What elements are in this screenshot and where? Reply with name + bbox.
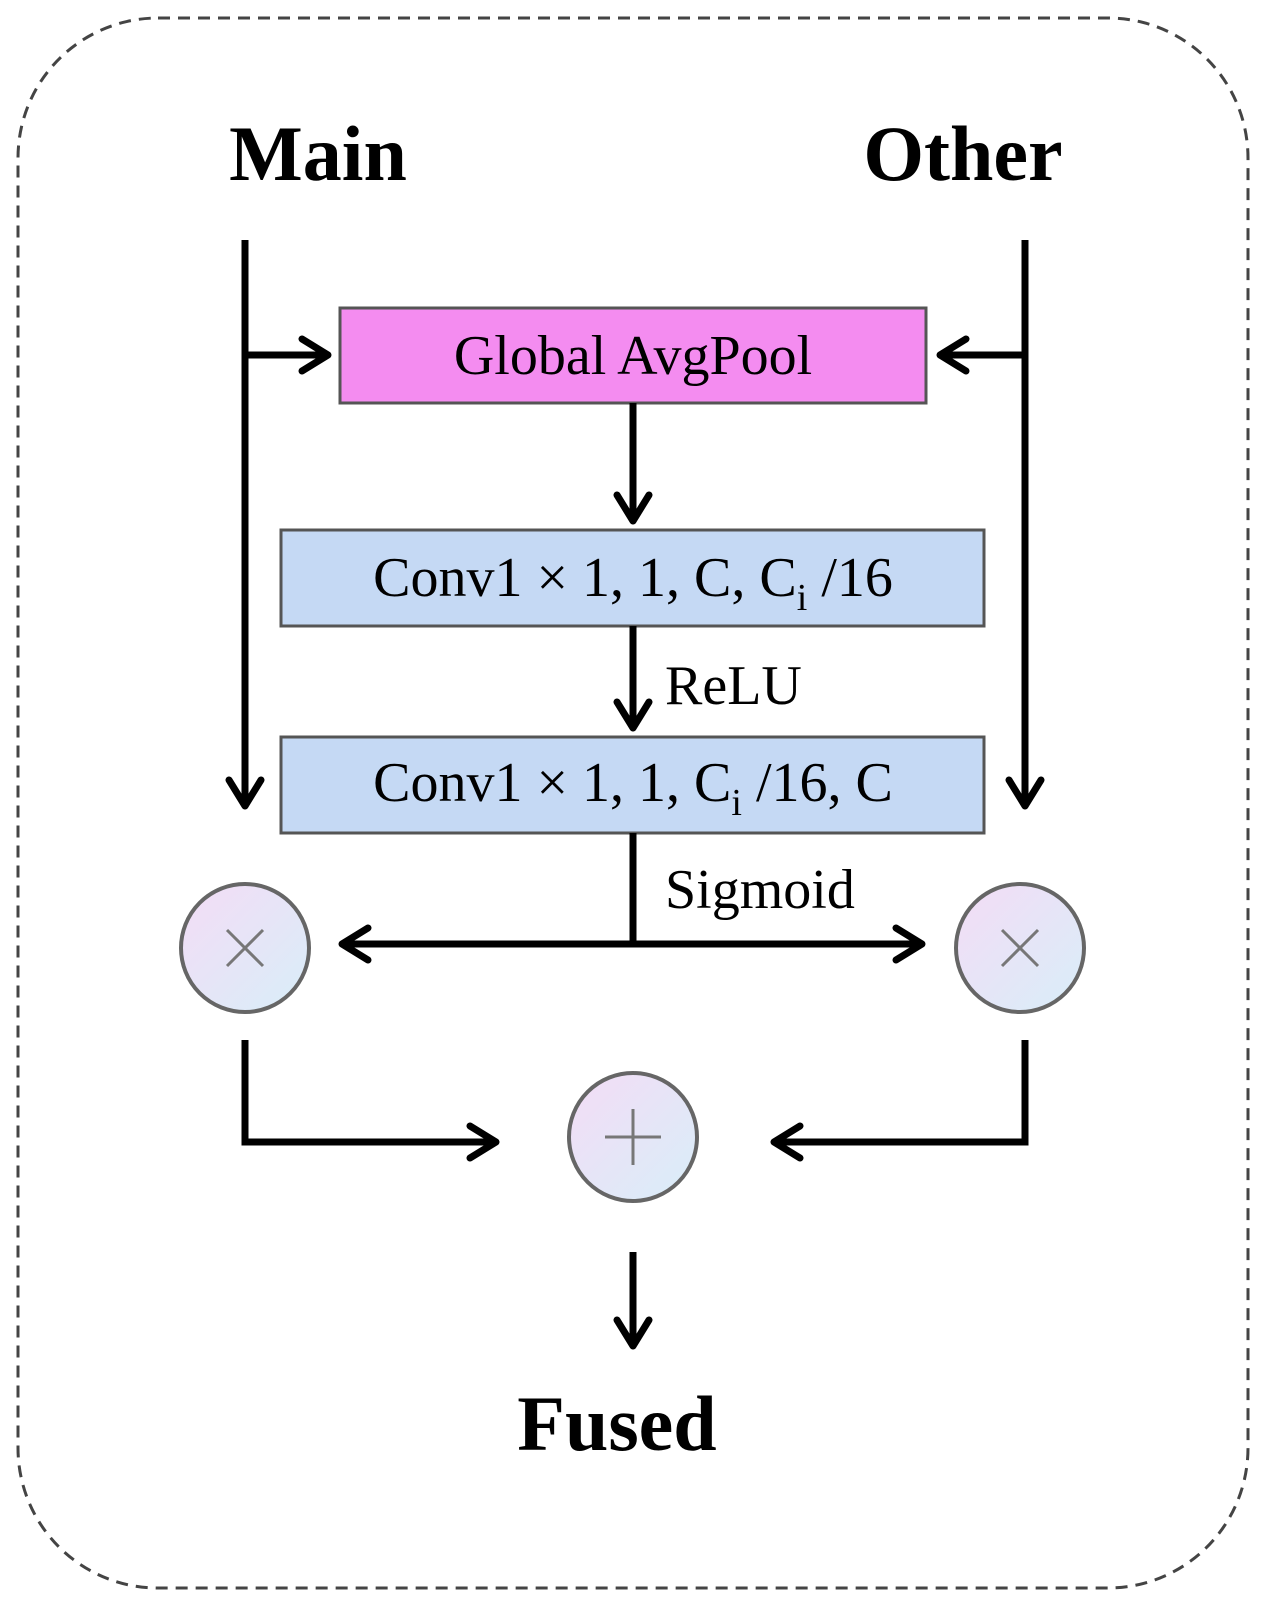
conv1-to-conv2-arrowhead [613, 698, 653, 732]
conv2-label: Conv1 × 1, 1, Ci /16, C [373, 752, 893, 824]
relu-label: ReLU [665, 655, 802, 717]
other-to-pool-arrowhead [936, 335, 970, 375]
other-to-add-line [780, 1040, 1029, 1146]
conv2-label-subscript: i [731, 782, 742, 824]
add-to-fused-arrowhead [613, 1316, 653, 1350]
multiply-icon [1000, 928, 1040, 968]
pool-to-conv1-arrowhead [613, 491, 653, 525]
other-to-add-arrowhead [770, 1122, 804, 1162]
sigmoid-label: Sigmoid [665, 859, 855, 921]
other-multiply-operator [954, 882, 1086, 1014]
fused-output-label: Fused [517, 1380, 716, 1467]
other-input-label: Other [863, 110, 1062, 197]
conv1-label-suffix: /16 [807, 547, 893, 609]
sigmoid-right-arrowhead [892, 924, 926, 964]
sigmoid-left-arrowhead [338, 924, 372, 964]
conv1-label-prefix: Conv1 × 1, 1, C, C [373, 547, 797, 609]
other-stream-arrowhead [1005, 776, 1045, 810]
main-to-add-arrowhead [466, 1122, 500, 1162]
conv1-label: Conv1 × 1, 1, C, Ci /16 [373, 547, 893, 619]
conv2-box [279, 735, 986, 835]
conv1-label-subscript: i [797, 577, 808, 619]
conv2-label-suffix: /16, C [742, 752, 893, 814]
conv1-box [279, 528, 986, 628]
main-stream-arrowhead [225, 776, 265, 810]
multiply-icon [225, 928, 265, 968]
plus-icon [605, 1109, 661, 1165]
global-avgpool-box [338, 306, 928, 405]
conv2-label-prefix: Conv1 × 1, 1, C [373, 752, 731, 814]
main-multiply-operator [179, 882, 311, 1014]
main-to-pool-arrowhead [298, 335, 332, 375]
main-to-add-line [241, 1040, 490, 1146]
main-input-label: Main [229, 110, 407, 197]
global-avgpool-label: Global AvgPool [454, 325, 812, 387]
add-operator [567, 1071, 699, 1203]
